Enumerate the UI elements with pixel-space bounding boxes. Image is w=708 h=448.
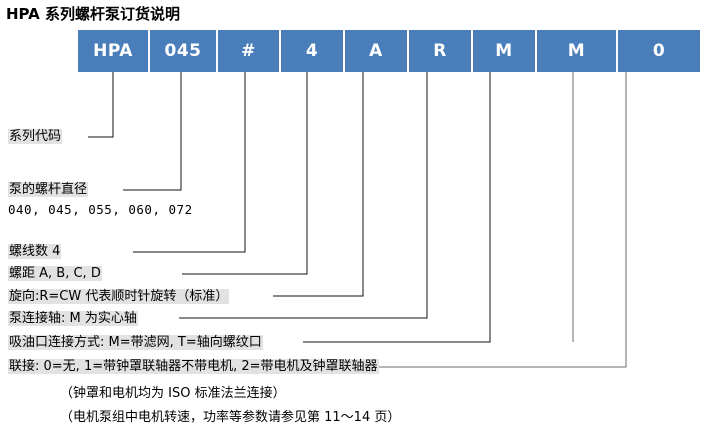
- note-flange-connection: （钟罩和电机均为 ISO 标准法兰连接）: [60, 386, 286, 401]
- label-series-code: 系列代码: [8, 129, 63, 144]
- code-box-diameter[interactable]: 045: [150, 30, 216, 72]
- code-box-coupling[interactable]: 0: [618, 30, 700, 72]
- page-title: HPA 系列螺杆泵订货说明: [6, 5, 181, 23]
- label-pitch: 螺距 A, B, C, D: [8, 266, 102, 281]
- code-box-hash[interactable]: #: [218, 30, 279, 72]
- code-box-rotation[interactable]: R: [409, 30, 471, 72]
- code-box-thread-count[interactable]: 4: [281, 30, 343, 72]
- note-motor-parameters: （电机泵组中电机转速，功率等参数请参见第 11～14 页）: [60, 410, 401, 425]
- code-box-shaft[interactable]: M: [473, 30, 535, 72]
- code-box-series[interactable]: HPA: [78, 30, 148, 72]
- label-coupling: 联接: 0=无, 1=带钟罩联轴器不带电机, 2=带电机及钟罩联轴器: [8, 359, 379, 374]
- label-screw-diameter: 泵的螺杆直径: [8, 182, 89, 197]
- label-thread-count: 螺线数 4: [8, 244, 62, 259]
- label-rotation-direction: 旋向:R=CW 代表顺时针旋转（标准）: [8, 289, 230, 304]
- code-box-suction-port[interactable]: M: [537, 30, 616, 72]
- label-screw-diameter-values: 040, 045, 055, 060, 072: [8, 202, 193, 217]
- label-pump-shaft: 泵连接轴: M 为实心轴: [8, 311, 138, 326]
- label-suction-port: 吸油口连接方式: M=带滤网, T=轴向螺纹口: [8, 335, 263, 350]
- code-box-pitch[interactable]: A: [345, 30, 407, 72]
